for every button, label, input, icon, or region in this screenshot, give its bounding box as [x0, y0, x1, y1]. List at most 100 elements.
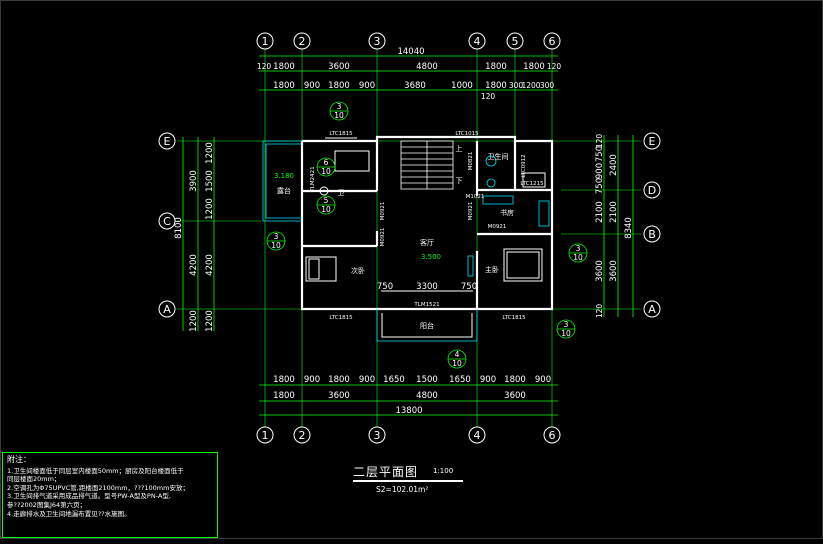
- note-line: 2.空调孔为Φ75UPVC管,距楼面2100mm，???100mm安放；: [7, 483, 189, 492]
- svg-text:300: 300: [540, 81, 555, 90]
- svg-text:2100: 2100: [609, 201, 619, 223]
- svg-text:4: 4: [474, 429, 481, 442]
- svg-text:3600: 3600: [328, 62, 350, 72]
- living-label: 客厅: [420, 238, 434, 247]
- svg-text:1500: 1500: [205, 170, 215, 192]
- bedroom2-label: 次卧: [351, 266, 365, 275]
- axis-bubble-6-top: 6: [543, 32, 561, 50]
- svg-text:1000: 1000: [451, 81, 473, 91]
- svg-text:10: 10: [321, 205, 331, 214]
- balcony-label: 阳台: [420, 321, 434, 330]
- svg-text:3600: 3600: [609, 260, 619, 282]
- svg-text:3300: 3300: [416, 282, 438, 292]
- svg-text:4: 4: [474, 35, 481, 48]
- axis-bubble-2-bottom: 2: [293, 426, 311, 444]
- svg-text:750: 750: [377, 282, 393, 292]
- svg-text:750: 750: [461, 282, 477, 292]
- top-dimensions: 14040 120 1800 3600 4800 1800 1800 120 1…: [257, 47, 562, 101]
- svg-text:M0921: M0921: [468, 202, 474, 221]
- svg-text:C: C: [163, 215, 171, 228]
- svg-text:1800: 1800: [485, 62, 507, 72]
- svg-text:6: 6: [324, 158, 329, 167]
- opening-labels: LTC1815 LTC1015 LTC0912 LTC1215 TLM2421 …: [310, 131, 544, 321]
- svg-text:6: 6: [549, 35, 556, 48]
- detail-callout: 5 10: [316, 195, 336, 215]
- svg-text:1800: 1800: [328, 375, 350, 385]
- note-line: 3.卫生间排气道采用成品排气道。型号PW-A型及PN-A型,: [7, 492, 171, 501]
- svg-text:LTC1015: LTC1015: [455, 131, 479, 137]
- note-line: 1.卫生间楼面低于同层室内楼面50mm；厨房及阳台楼面低于: [7, 466, 184, 475]
- svg-text:1200: 1200: [521, 81, 540, 90]
- svg-text:1200: 1200: [189, 310, 199, 332]
- svg-text:900: 900: [595, 163, 605, 179]
- notes-panel: 附注： 1.卫生间楼面低于同层室内楼面50mm；厨房及阳台楼面低于 同层楼面20…: [2, 452, 218, 538]
- svg-text:10: 10: [321, 167, 331, 176]
- svg-text:1800: 1800: [523, 62, 545, 72]
- top-axis-bubbles: 1 2 3 4 5 6: [256, 32, 561, 50]
- axis-bubble-1-top: 1: [256, 32, 274, 50]
- right-dimensions: 120 750 900 750 2100 3600 120 2400 2100 …: [595, 134, 634, 319]
- svg-text:900: 900: [359, 81, 375, 91]
- svg-text:E: E: [164, 135, 171, 148]
- right-axis-bubbles: E D B A: [643, 132, 661, 318]
- tv-cabinet: [467, 255, 474, 277]
- svg-text:M0821: M0821: [468, 152, 474, 171]
- svg-text:3680: 3680: [404, 81, 426, 91]
- detail-callout: 3 10: [329, 101, 349, 121]
- svg-text:1800: 1800: [504, 375, 526, 385]
- axis-bubble-E-left: E: [158, 132, 176, 150]
- svg-text:3: 3: [374, 429, 381, 442]
- detail-callout: 3 10: [556, 319, 576, 339]
- bath-left-label: 卫: [338, 189, 345, 197]
- svg-text:1: 1: [262, 35, 269, 48]
- desk: [482, 195, 514, 205]
- detail-callouts: 3 10 6 10 5 10 3 10 3 10 4 10: [266, 101, 588, 369]
- svg-text:120: 120: [481, 92, 496, 101]
- furniture: [305, 150, 550, 282]
- svg-text:8340: 8340: [624, 217, 634, 239]
- svg-text:LTC0912: LTC0912: [521, 154, 527, 177]
- drawing-title: 二层平面图: [353, 465, 419, 479]
- svg-text:1200: 1200: [205, 198, 215, 220]
- svg-text:120: 120: [595, 134, 604, 149]
- svg-text:1800: 1800: [273, 391, 295, 401]
- svg-text:3: 3: [274, 232, 279, 241]
- bottom-dimensions: 1800 900 1800 900 1650 1500 1650 900 180…: [259, 375, 558, 416]
- svg-text:1800: 1800: [485, 81, 507, 91]
- svg-text:5: 5: [512, 35, 519, 48]
- svg-text:3: 3: [374, 35, 381, 48]
- svg-text:4: 4: [455, 350, 460, 359]
- svg-text:6: 6: [549, 429, 556, 442]
- svg-text:TLM2421: TLM2421: [310, 166, 316, 192]
- svg-text:120: 120: [595, 304, 604, 319]
- left-dimensions: 8100 3900 4200 1200 1200 1500 1200 4200 …: [174, 137, 215, 332]
- detail-callout: 3 10: [266, 231, 286, 251]
- axis-bubble-A-left: A: [158, 300, 176, 318]
- svg-text:10: 10: [561, 329, 571, 338]
- axis-bubble-4-bottom: 4: [468, 426, 486, 444]
- axis-bubble-A-right: A: [643, 300, 661, 318]
- svg-text:1200: 1200: [205, 310, 215, 332]
- axis-bubble-C-left: C: [158, 212, 176, 230]
- detail-callout: 4 10: [447, 349, 467, 369]
- axis-bubble-4-top: 4: [468, 32, 486, 50]
- svg-text:900: 900: [304, 375, 320, 385]
- drawing-scale: 1:100: [433, 467, 454, 475]
- axis-bubble-E-right: E: [643, 132, 661, 150]
- detail-callout: 6 10: [316, 157, 336, 177]
- axis-gridlines: [177, 49, 641, 427]
- bathtub: [334, 150, 370, 172]
- svg-text:10: 10: [334, 111, 344, 120]
- axis-bubble-B-right: B: [643, 225, 661, 243]
- axis-bubble-D-right: D: [643, 181, 661, 199]
- svg-text:2400: 2400: [609, 154, 619, 176]
- svg-text:1: 1: [262, 429, 269, 442]
- svg-text:M1021: M1021: [466, 194, 485, 200]
- axis-bubble-2-top: 2: [293, 32, 311, 50]
- svg-text:1800: 1800: [328, 81, 350, 91]
- svg-text:M0921: M0921: [380, 228, 386, 247]
- notes-title: 附注：: [7, 455, 31, 464]
- svg-text:2100: 2100: [595, 201, 605, 223]
- study-label: 书房: [500, 208, 514, 217]
